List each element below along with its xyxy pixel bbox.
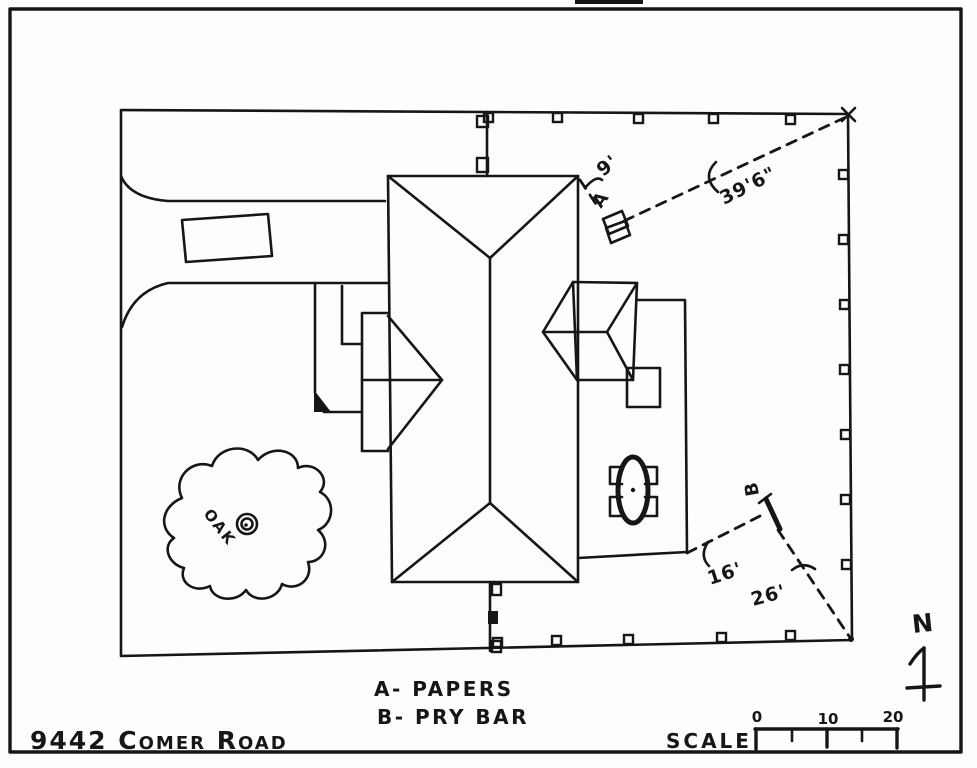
rear-walkway (488, 580, 503, 654)
patio (608, 454, 659, 526)
east-section (576, 298, 689, 560)
walkway-corner (314, 390, 331, 412)
table-dot (630, 487, 636, 493)
north-label: N (911, 608, 935, 639)
north-arrow-flag (908, 646, 926, 666)
measure-line-a-to-corner (622, 116, 846, 223)
fence-posts (482, 111, 853, 649)
legend-item-b: B- PRY BAR (377, 705, 529, 729)
scale-bar: SCALE 0 10 20 (666, 708, 903, 753)
north-arrow: N (905, 608, 942, 702)
leader-26ft (790, 563, 817, 572)
house (360, 174, 689, 584)
leader-9ft (583, 177, 604, 190)
utility-square (625, 366, 662, 409)
se-corner-mark (848, 636, 854, 642)
measure-line-b-to-corner (776, 528, 851, 638)
pry-bar-icon (757, 492, 783, 532)
tree-canopy (162, 447, 333, 600)
page-border (8, 7, 963, 754)
legend-item-a: A- PAPERS (374, 677, 514, 701)
driveway (119, 174, 390, 329)
top-cutoff-mark (575, 0, 643, 4)
scale-tick-20: 20 (883, 708, 904, 726)
north-arrow-crossbar (905, 684, 942, 690)
patio-table (615, 454, 651, 526)
east-porch (541, 280, 639, 382)
front-gate (475, 110, 490, 178)
papers-icon (601, 209, 632, 245)
property-boundary (119, 106, 857, 658)
patio-chairs (608, 465, 659, 518)
scale-tick-0: 0 (752, 708, 762, 726)
leader-16ft (702, 540, 711, 568)
tree-trunk-icon (235, 512, 259, 536)
address-label: 9442 Comer Road (30, 726, 288, 755)
leader-39ft6 (707, 160, 720, 194)
marker-b-label: B (741, 481, 764, 498)
side-walkway (313, 281, 364, 414)
scale-tick-10: 10 (818, 710, 839, 728)
west-wing (360, 311, 444, 453)
scale-label: SCALE (666, 729, 752, 753)
measure-line-patio-to-b (685, 514, 762, 555)
parked-car-rect (180, 212, 274, 264)
legend: A- PAPERS B- PRY BAR (374, 677, 529, 729)
measure-line-house-to-a (578, 178, 600, 209)
